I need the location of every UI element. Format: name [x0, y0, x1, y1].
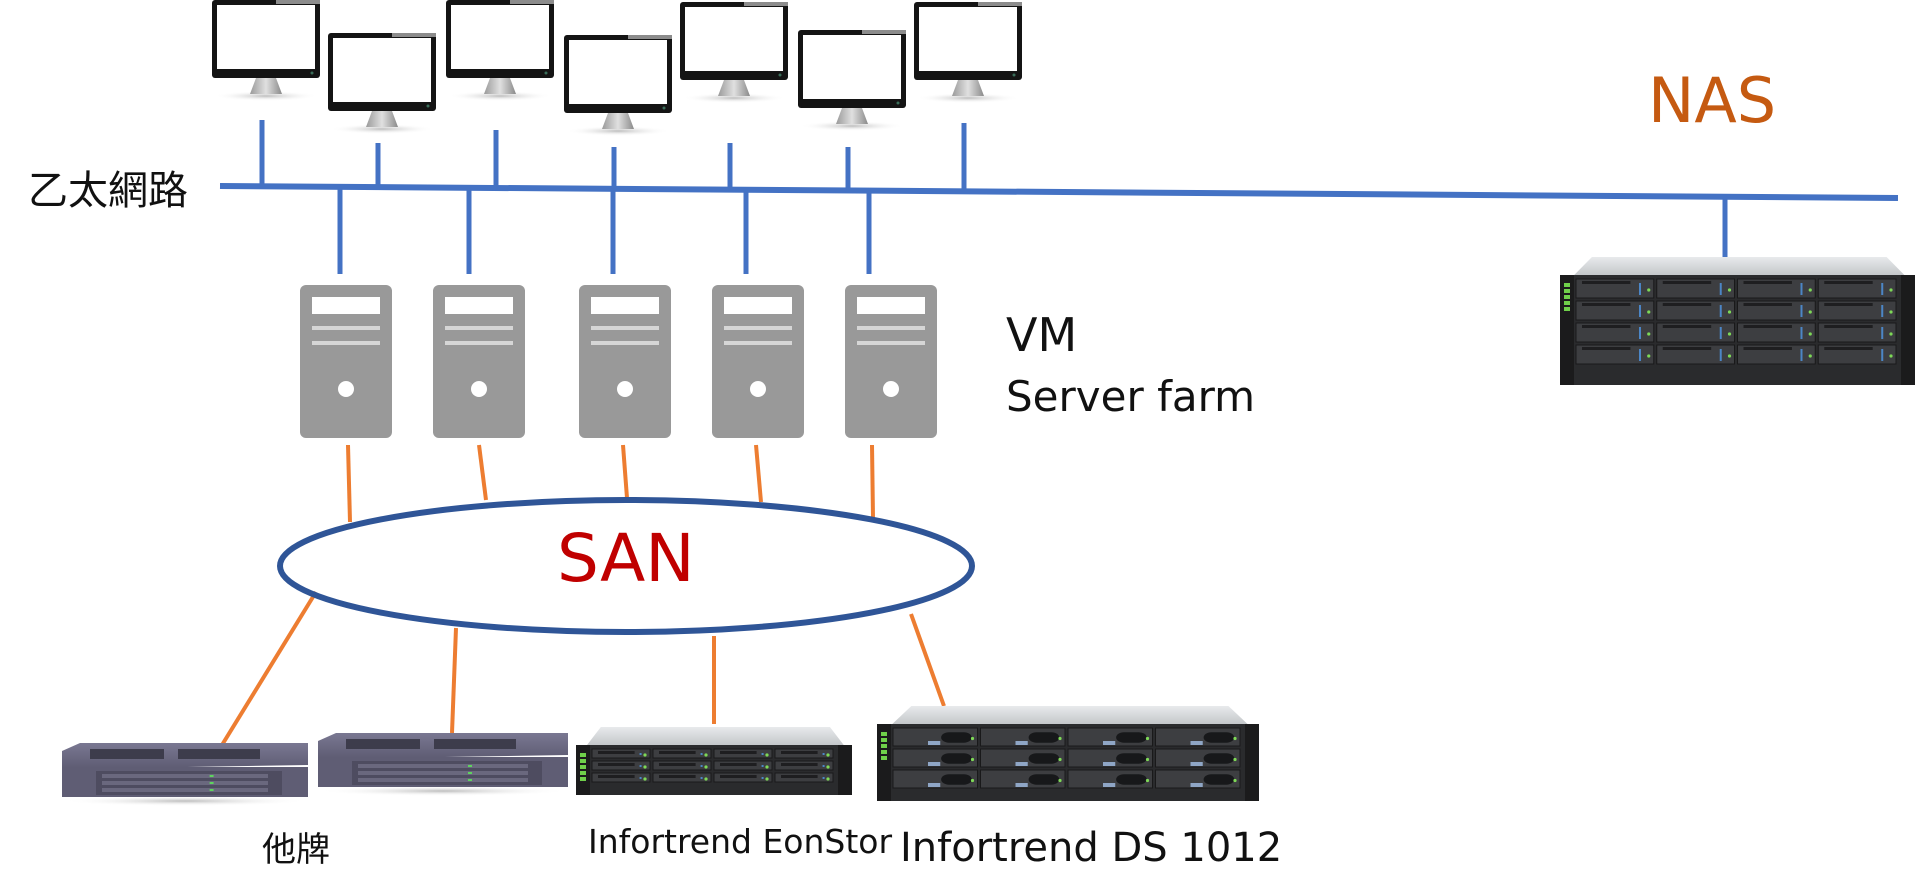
ethernet-label: 乙太網路 [28, 168, 188, 214]
san-link [870, 444, 875, 519]
san-link [621, 444, 629, 499]
other-brand-label: 他牌 [262, 830, 330, 870]
eonstor-storage-icon [576, 727, 852, 795]
ethernet-bus [219, 183, 1899, 201]
san-ring [277, 497, 975, 635]
monitor-icon [564, 35, 672, 136]
nas-label: NAS [1648, 64, 1777, 137]
ds1012-label: Infortrend DS 1012 [900, 825, 1283, 871]
eonstor-label: Infortrend EonStor [588, 822, 893, 861]
rack-appliance-icon [62, 743, 308, 806]
san-link [450, 627, 458, 734]
monitor-icon [680, 2, 788, 103]
san-link [754, 444, 763, 503]
nas-storage-icon [1560, 257, 1915, 385]
monitor-icon [212, 0, 320, 101]
server-farm-label: Server farm [1006, 372, 1256, 421]
tower-server-icon [433, 285, 525, 438]
monitor-icon [328, 33, 436, 134]
san-link [909, 613, 946, 707]
vm-label: VM [1006, 308, 1078, 362]
san-link [220, 590, 318, 747]
rack-appliance-icon [318, 733, 568, 796]
tower-server-icon [845, 285, 937, 438]
monitor-icon [446, 0, 554, 101]
tower-server-icon [579, 285, 671, 438]
san-link [346, 444, 352, 523]
tower-server-icon [300, 285, 392, 438]
san-label: SAN [557, 520, 695, 597]
tower-server-icon [712, 285, 804, 438]
monitor-icon [914, 2, 1022, 103]
monitor-icon [798, 30, 906, 131]
san-link [477, 444, 488, 501]
ds1012-storage-icon [877, 706, 1259, 801]
